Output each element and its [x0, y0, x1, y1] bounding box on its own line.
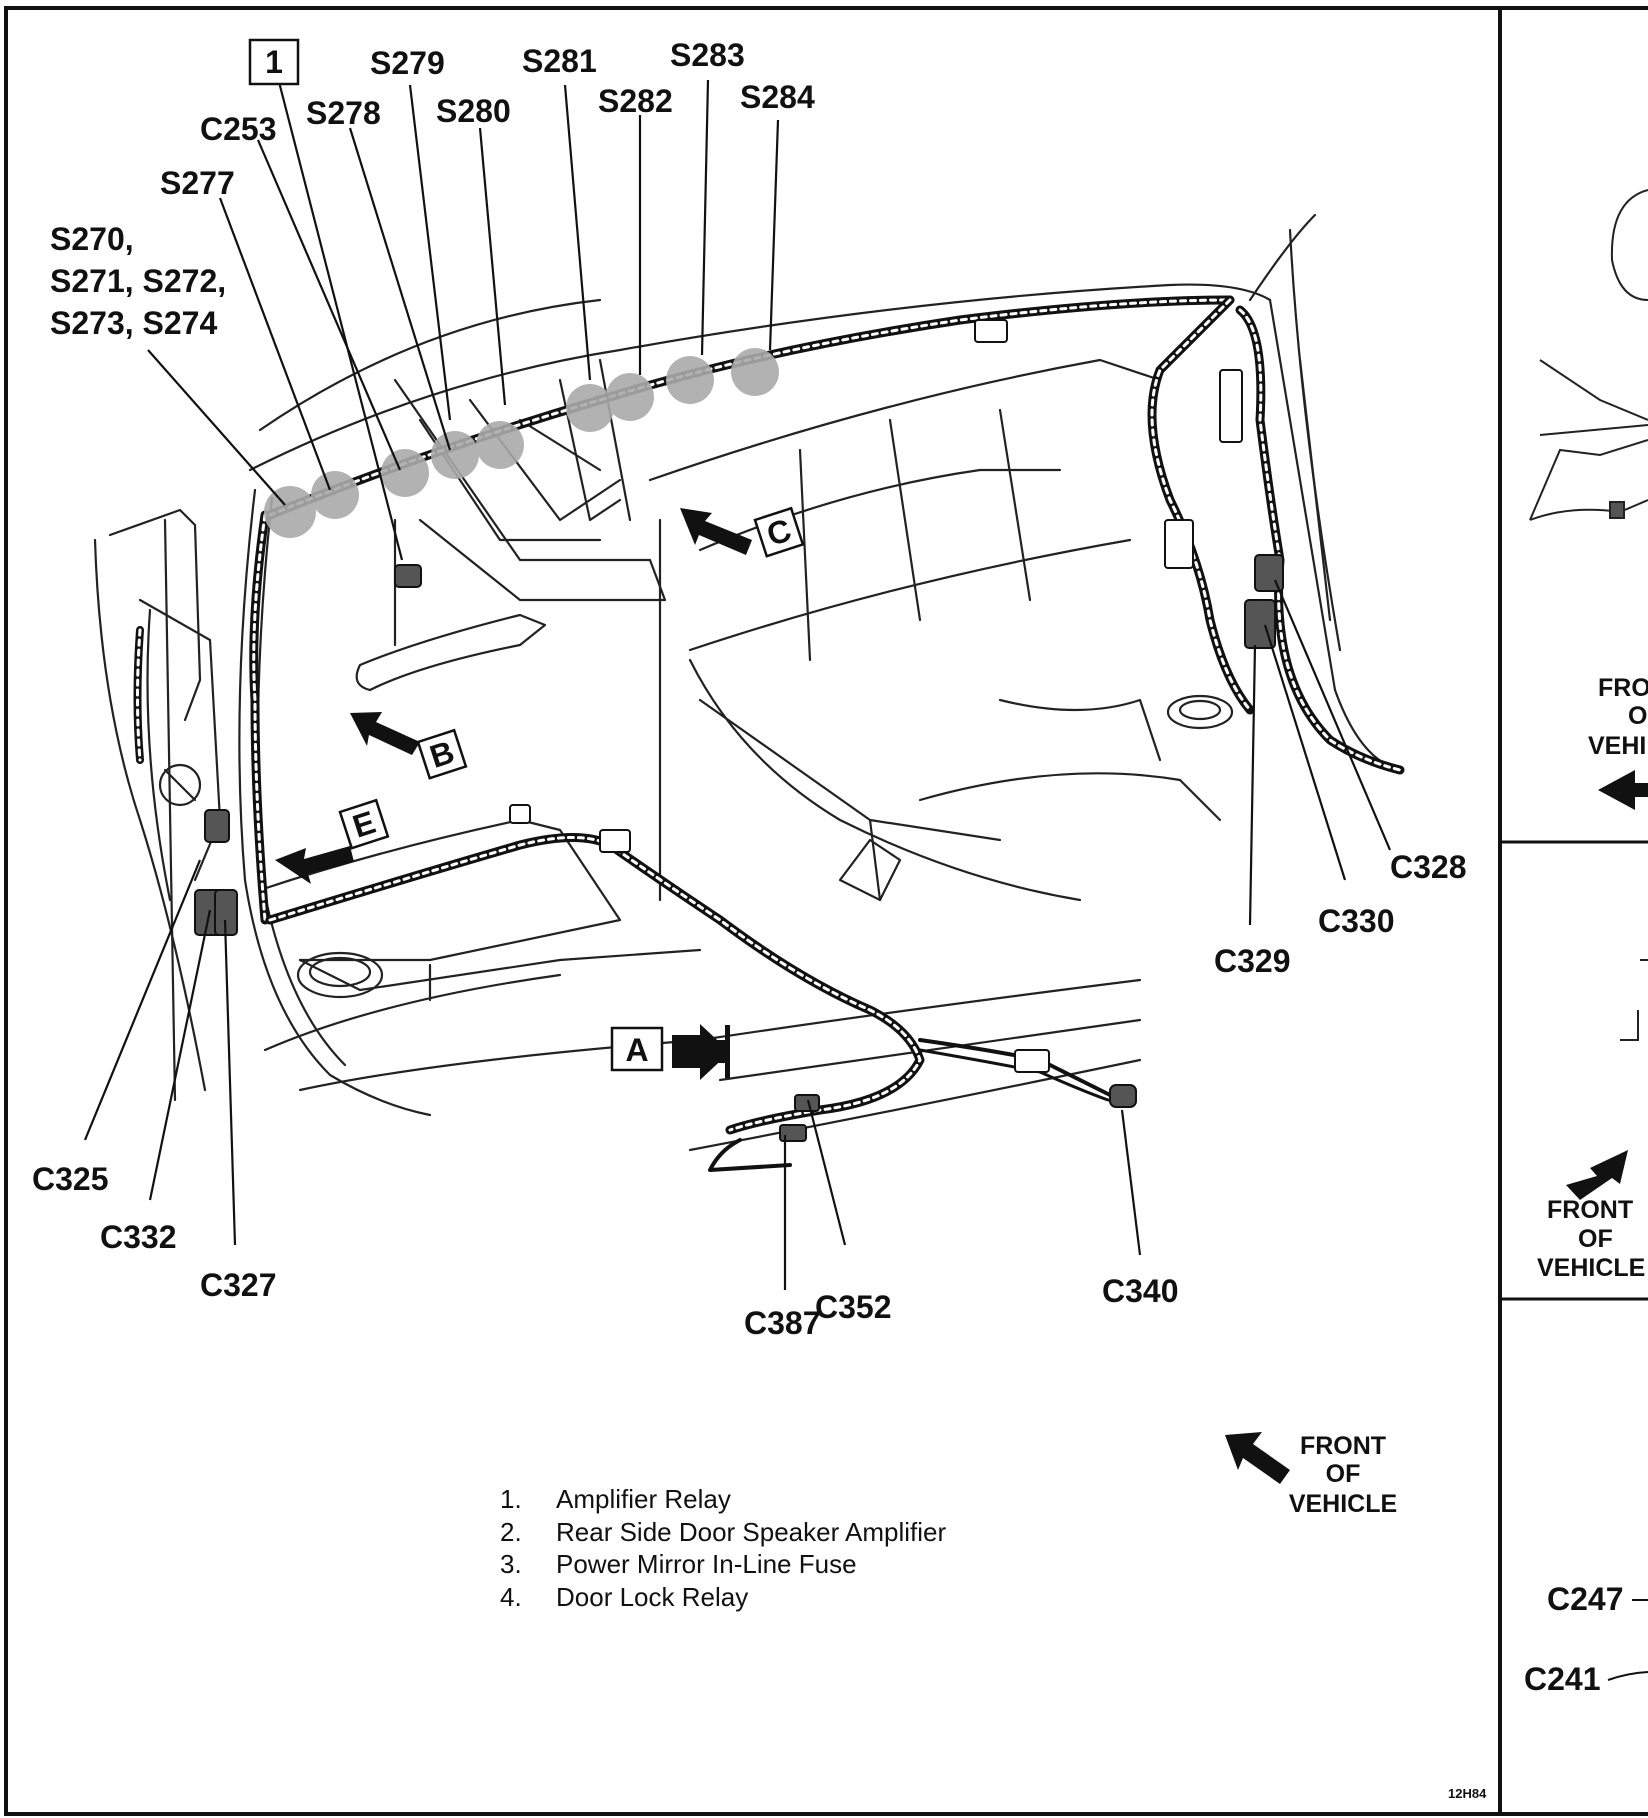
side-callout-c247: C247 [1547, 1581, 1624, 1617]
legend: 1. Amplifier Relay 2. Rear Side Door Spe… [500, 1484, 947, 1612]
vehicle-interior-drawing [93, 213, 1402, 1152]
wiring-harness [133, 295, 1405, 1172]
legend-text-4: Door Lock Relay [556, 1582, 748, 1612]
callout-s279: S279 [370, 45, 445, 81]
view-box-e: E [338, 798, 390, 850]
side-callout-c241: C241 [1524, 1661, 1601, 1697]
callout-s282: S282 [598, 83, 673, 119]
view-boxes: C B E A 1 [248, 38, 805, 1072]
front-label-line2: OF [1326, 1460, 1361, 1488]
item-box-1-label: 1 [265, 44, 283, 80]
side-mid-front-line2: OF [1578, 1225, 1613, 1253]
callout-c253: C253 [200, 111, 277, 147]
legend-text-1: Amplifier Relay [556, 1484, 731, 1514]
side-mid-arrow [1566, 1150, 1628, 1200]
callout-c352: C352 [815, 1289, 892, 1325]
legend-num-3: 3. [500, 1549, 522, 1579]
callout-c329: C329 [1214, 943, 1291, 979]
callout-s277: S277 [160, 165, 235, 201]
callout-c332: C332 [100, 1219, 177, 1255]
callout-labels: S270, S271, S272, S273, S274 S277 C253 S… [32, 37, 1467, 1341]
figure-code: 12H84 [1448, 1786, 1487, 1801]
callout-c330: C330 [1318, 903, 1395, 939]
side-panel-top [1529, 189, 1648, 521]
front-of-vehicle-indicator: FRONT OF VEHICLE [1289, 1432, 1397, 1518]
side-panel-top-front: FRO O VEHI [1588, 674, 1648, 810]
side-mid-front-line1: FRONT [1547, 1196, 1633, 1224]
callout-s271-s272: S271, S272, [50, 263, 226, 299]
callout-c387: C387 [744, 1305, 821, 1341]
side-mid-front-line3: VEHICLE [1537, 1254, 1645, 1282]
legend-text-2: Rear Side Door Speaker Amplifier [556, 1517, 947, 1547]
callout-c327: C327 [200, 1267, 277, 1303]
item-box-1: 1 [248, 38, 300, 86]
callout-s281: S281 [522, 43, 597, 79]
callout-s278: S278 [306, 95, 381, 131]
side-front-line2: O [1628, 702, 1647, 730]
legend-text-3: Power Mirror In-Line Fuse [556, 1549, 857, 1579]
callout-c340: C340 [1102, 1273, 1179, 1309]
leader-lines [83, 77, 1392, 1290]
side-front-line1: FRO [1598, 674, 1648, 702]
side-panel-mid: FRONT OF VEHICLE [1537, 959, 1648, 1282]
callout-s273-s274: S273, S274 [50, 305, 217, 341]
legend-num-1: 1. [500, 1484, 522, 1514]
view-box-c: C [753, 506, 805, 558]
callout-c325: C325 [32, 1161, 109, 1197]
diagram-border [4, 6, 1648, 1816]
harness-connectors [194, 319, 1284, 1142]
view-arrows [275, 508, 1290, 1484]
splice-markers [264, 348, 779, 538]
callout-s284: S284 [740, 79, 815, 115]
front-label-line3: VEHICLE [1289, 1490, 1397, 1518]
callout-c328: C328 [1390, 849, 1467, 885]
side-front-line3: VEHI [1588, 732, 1646, 760]
legend-num-4: 4. [500, 1582, 522, 1612]
callout-s283: S283 [670, 37, 745, 73]
callout-s280: S280 [436, 93, 511, 129]
callout-s270: S270, [50, 221, 134, 257]
view-box-b: B [416, 728, 468, 780]
side-panel-bottom: C247 C241 [1524, 1581, 1648, 1697]
side-front-arrow [1598, 770, 1648, 810]
front-label-line1: FRONT [1300, 1432, 1386, 1460]
view-box-a-label: A [625, 1032, 648, 1068]
view-box-a: A [610, 1026, 664, 1072]
legend-num-2: 2. [500, 1517, 522, 1547]
